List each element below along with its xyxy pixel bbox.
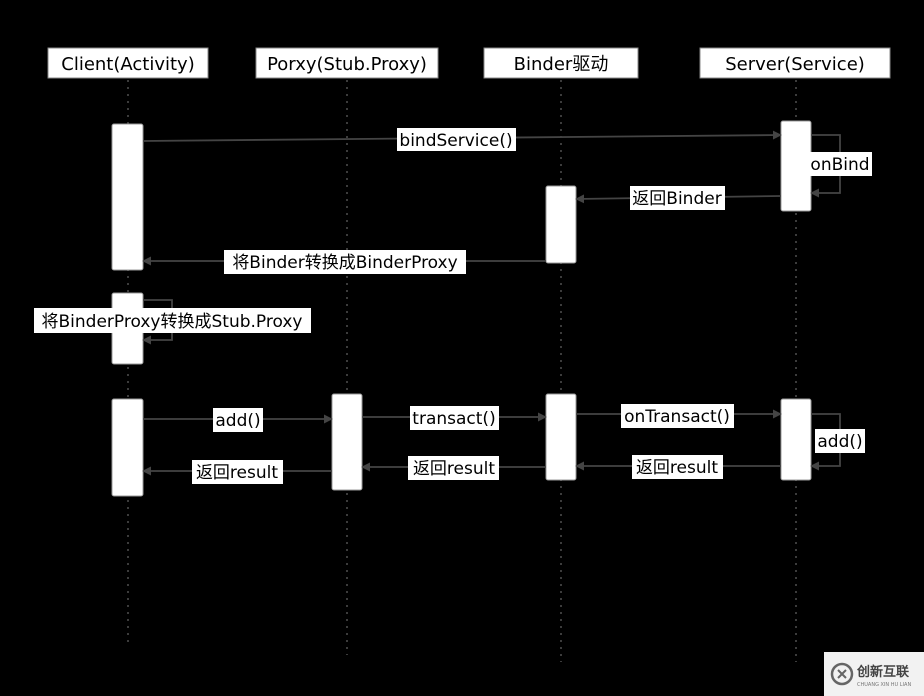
label-bg-convert-binder-proxy [224, 250, 466, 274]
label-add-call: add() [215, 411, 260, 431]
activation-client-1 [111, 123, 144, 271]
label-return-binder: 返回Binder [632, 189, 721, 209]
activation-binder-2 [545, 393, 577, 481]
label-transact: transact() [412, 409, 495, 429]
label-bg-on-transact [621, 404, 734, 428]
label-bg-return-result-proxy [192, 460, 283, 484]
participant-proxy: Porxy(Stub.Proxy) [255, 47, 439, 79]
label-server-add: add() [817, 432, 862, 452]
label-bg-server-add [815, 429, 865, 453]
label-return-result-server: 返回result [636, 458, 718, 478]
participant-binder-label: Binder驱动 [514, 54, 609, 75]
activation-binder-1 [545, 185, 577, 264]
participant-proxy-label: Porxy(Stub.Proxy) [267, 54, 427, 75]
participant-server-label: Server(Service) [725, 54, 865, 75]
watermark: 创新互联 CHUANG XIN HU LIAN [824, 652, 924, 696]
watermark-logo-icon [830, 662, 854, 686]
label-return-result-proxy: 返回result [196, 463, 278, 483]
label-return-result-binder: 返回result [413, 459, 495, 479]
watermark-name: 创新互联 [856, 664, 909, 680]
participant-client-label: Client(Activity) [61, 54, 194, 75]
label-bg-return-result-binder [408, 456, 499, 480]
participant-client: Client(Activity) [47, 47, 209, 79]
activation-proxy-1 [331, 393, 363, 491]
watermark-sub: CHUANG XIN HU LIAN [857, 682, 911, 688]
label-bg-bind-service [397, 128, 516, 151]
label-on-bind: onBind [810, 155, 869, 175]
label-bg-return-binder [630, 186, 725, 210]
label-convert-binder-proxy: 将Binder转换成BinderProxy [232, 253, 457, 273]
label-bg-convert-stub-proxy [34, 308, 311, 333]
label-bg-return-result-server [632, 455, 723, 479]
activation-server-2 [780, 398, 812, 481]
label-convert-stub-proxy: 将BinderProxy转换成Stub.Proxy [42, 312, 303, 332]
activation-server-1 [780, 120, 812, 212]
label-bg-add-call [213, 408, 263, 432]
participant-server: Server(Service) [699, 47, 891, 79]
activation-client-3 [111, 398, 144, 497]
label-bg-transact [410, 406, 499, 430]
label-bind-service: bindService() [399, 131, 512, 151]
participant-binder: Binder驱动 [483, 47, 639, 79]
label-on-transact: onTransact() [624, 407, 730, 427]
label-bg-on-bind [809, 152, 872, 176]
